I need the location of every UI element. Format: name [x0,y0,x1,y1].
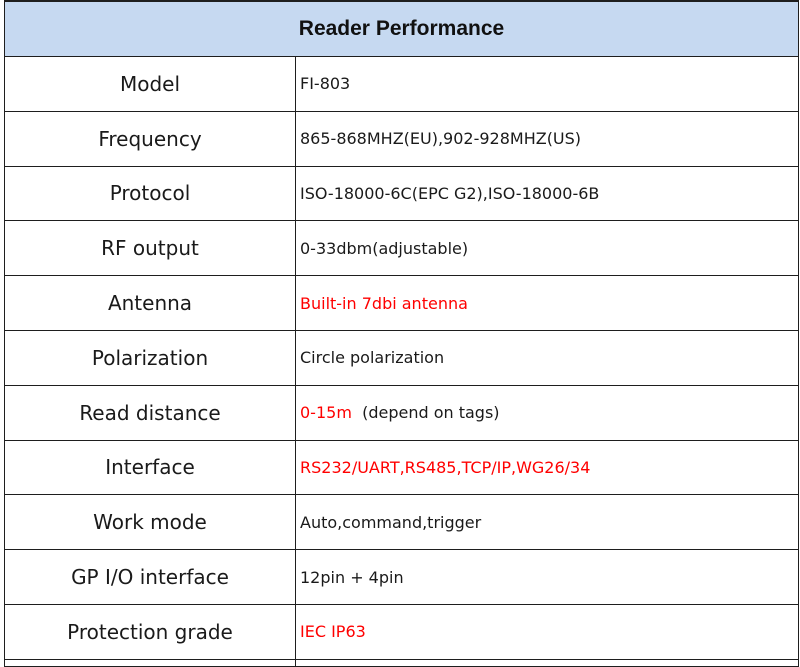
value-text: FI-803 [300,74,351,94]
spec-table: Reader Performance Model FI-803 Frequenc… [4,0,799,667]
value-text: ISO-18000-6C(EPC G2),ISO-18000-6B [300,183,600,203]
row-label: Polarization [4,329,296,386]
row-label: Protection grade [4,603,296,660]
table-row-interface: Interface RS232/UART,RS485,TCP/IP,WG26/3… [4,439,799,496]
row-label: Model [4,56,296,112]
row-value: 12pin + 4pin [295,549,799,605]
table-row-work-mode: Work mode Auto,command,trigger [4,494,799,551]
table-row-protocol: Protocol ISO-18000-6C(EPC G2),ISO-18000-… [4,165,799,222]
value-text: Circle polarization [300,348,445,368]
empty-cell [4,658,296,667]
table-title: Reader Performance [4,0,799,57]
row-label: RF output [4,220,296,277]
row-label: GP I/O interface [4,549,296,605]
row-label: Frequency [4,110,296,167]
row-value: FI-803 [295,56,799,112]
table-row-rf-output: RF output 0-33dbm(adjustable) [4,220,799,277]
header-row: Reader Performance [4,0,799,57]
row-value: Built-in 7dbi antenna [295,275,799,331]
row-value: 0-15m (depend on tags) [295,384,799,441]
row-label: Antenna [4,275,296,331]
empty-cell [295,658,799,667]
value-text-highlight: IEC IP63 [300,622,366,642]
table-row-polarization: Polarization Circle polarization [4,329,799,386]
table-row-cut-off [4,658,799,667]
value-text: 0-33dbm(adjustable) [300,238,469,258]
row-value: Auto,command,trigger [295,494,799,551]
row-label: Read distance [4,384,296,441]
value-text: 12pin + 4pin [300,567,404,587]
value-text-highlight: Built-in 7dbi antenna [300,293,468,313]
row-value: IEC IP63 [295,603,799,660]
row-value: 865-868MHZ(EU),902-928MHZ(US) [295,110,799,167]
row-label: Interface [4,439,296,496]
row-label: Work mode [4,494,296,551]
row-label: Protocol [4,165,296,222]
row-value: ISO-18000-6C(EPC G2),ISO-18000-6B [295,165,799,222]
value-note: (depend on tags) [351,403,500,423]
value-text-highlight: RS232/UART,RS485,TCP/IP,WG26/34 [300,457,591,477]
value-text: Auto,command,trigger [300,512,482,532]
table-row-frequency: Frequency 865-868MHZ(EU),902-928MHZ(US) [4,110,799,167]
value-text: 865-868MHZ(EU),902-928MHZ(US) [300,129,582,149]
table-row-antenna: Antenna Built-in 7dbi antenna [4,275,799,331]
table-row-read-distance: Read distance 0-15m (depend on tags) [4,384,799,441]
value-text-highlight: 0-15m [300,403,352,423]
table-row-protection-grade: Protection grade IEC IP63 [4,603,799,660]
row-value: Circle polarization [295,329,799,386]
table-row-model: Model FI-803 [4,56,799,112]
table-row-gpio: GP I/O interface 12pin + 4pin [4,549,799,605]
row-value: RS232/UART,RS485,TCP/IP,WG26/34 [295,439,799,496]
row-value: 0-33dbm(adjustable) [295,220,799,277]
